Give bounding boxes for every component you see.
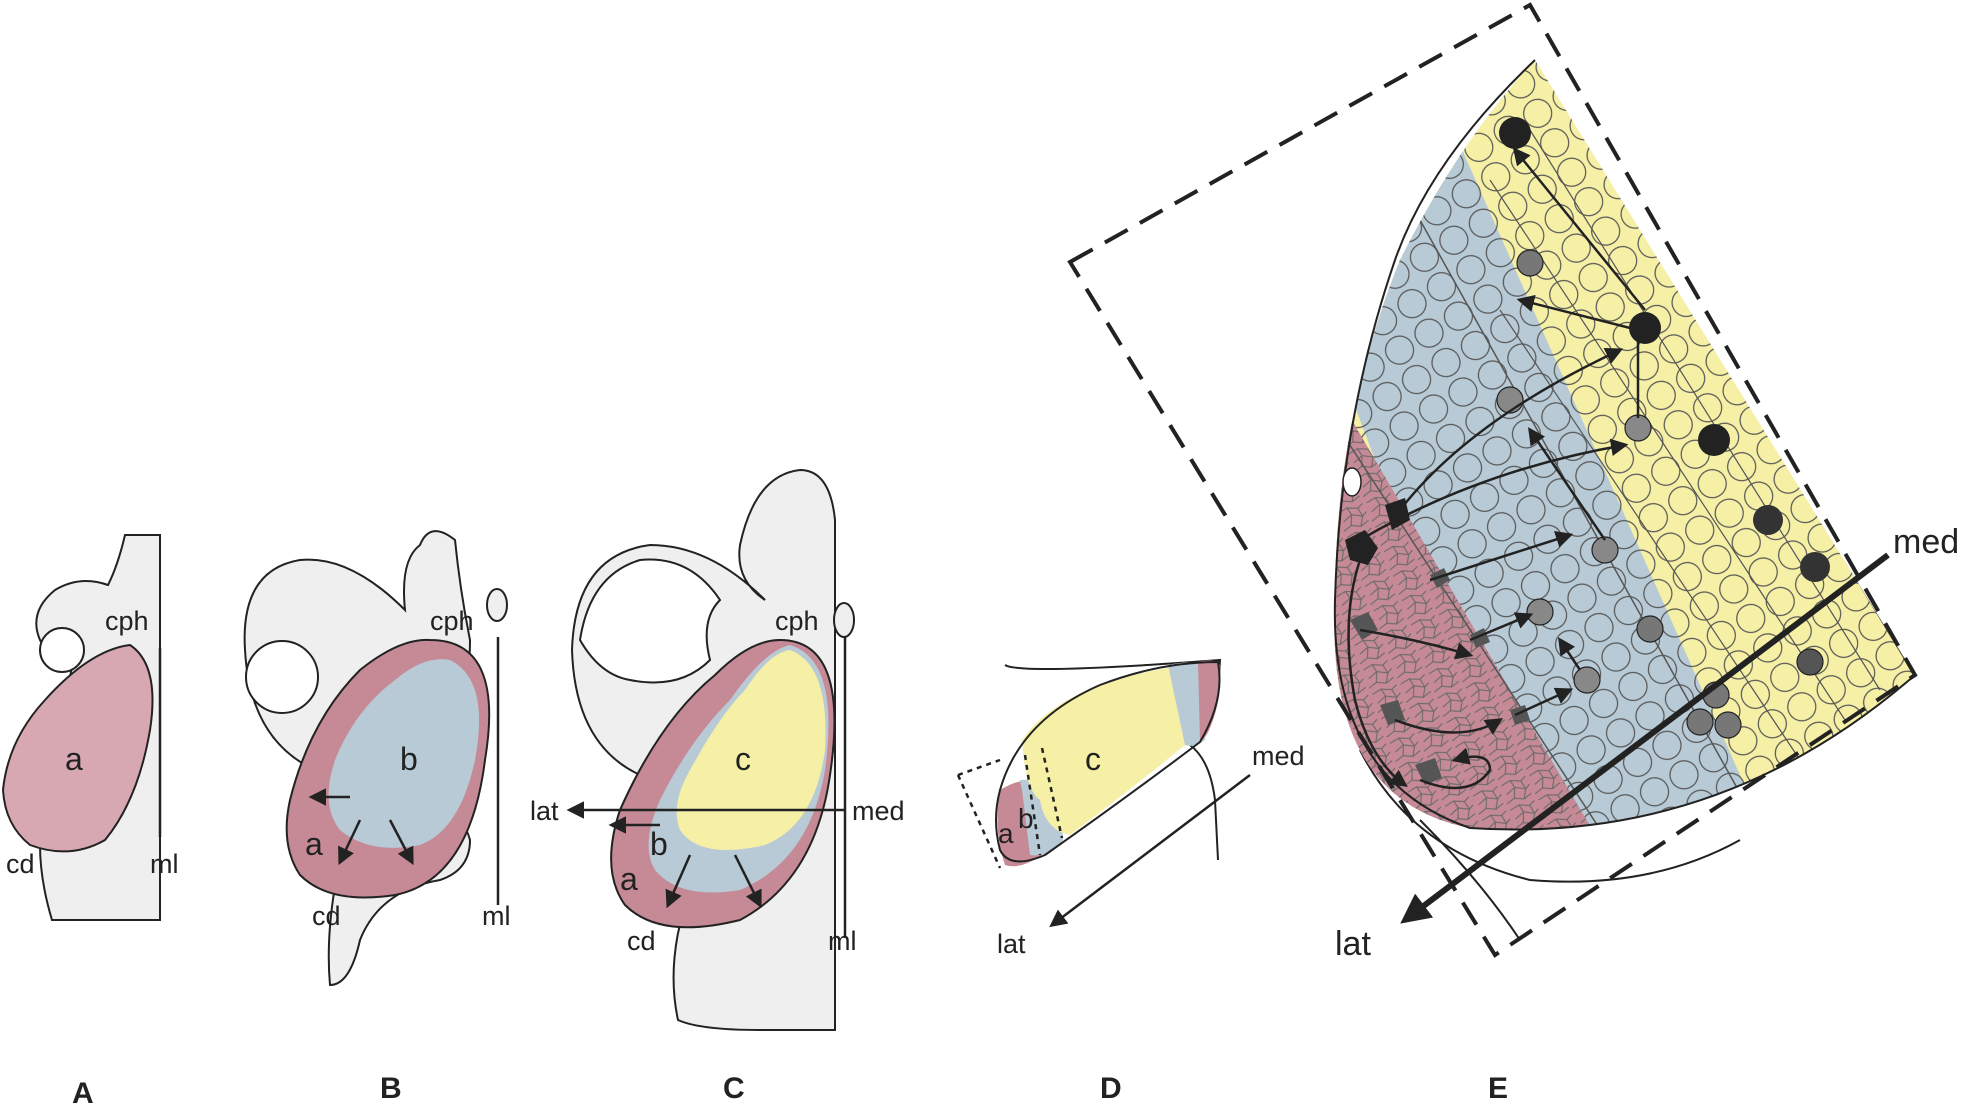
cell-grey <box>1637 616 1663 642</box>
zone-label-c: c <box>1085 741 1101 777</box>
panel-a: a cph cd ml A <box>3 535 179 1105</box>
cell-grey <box>1715 712 1741 738</box>
epiphysis-outline <box>834 603 854 637</box>
cell-grey <box>1527 599 1553 625</box>
cell-white <box>1343 468 1361 496</box>
label-lat: lat <box>1335 925 1371 963</box>
label-cph: cph <box>105 606 149 636</box>
zone-label-a: a <box>305 826 323 862</box>
label-cd: cd <box>312 901 341 931</box>
zone-label-c: c <box>735 741 751 777</box>
cell-black <box>1698 424 1730 456</box>
label-cd: cd <box>627 926 656 956</box>
cell-black <box>1800 552 1830 582</box>
panel-d: a b c med lat D <box>958 660 1305 1105</box>
zone-label-a: a <box>65 741 83 777</box>
panel-caption-c: C <box>723 1072 745 1105</box>
panel-e: med lat E <box>1070 5 1959 1105</box>
cell-grey <box>1592 537 1618 563</box>
zone-label-a: a <box>998 818 1014 849</box>
label-lat: lat <box>530 796 559 826</box>
label-ml: ml <box>150 849 179 879</box>
cell-grey <box>1687 709 1713 735</box>
zone-label-b: b <box>650 826 668 862</box>
cell-black <box>1753 505 1783 535</box>
cell-black <box>1499 117 1531 149</box>
zone-label-a: a <box>620 861 638 897</box>
cell-grey <box>1797 649 1823 675</box>
cell-grey <box>1574 667 1600 693</box>
cell-grey <box>1625 415 1651 441</box>
label-cph: cph <box>430 606 474 636</box>
panel-caption-a: A <box>72 1077 94 1105</box>
section-dotted-box <box>958 760 1000 868</box>
label-ml: ml <box>482 901 511 931</box>
cell-grey <box>1497 387 1523 413</box>
cell-grey <box>1517 250 1543 276</box>
eye-outline <box>246 641 318 713</box>
zone-label-b: b <box>400 741 418 777</box>
epiphysis-outline <box>487 589 507 621</box>
label-ml: ml <box>828 926 857 956</box>
panel-b: b a cph cd ml B <box>245 531 511 1105</box>
label-med: med <box>1893 523 1959 561</box>
label-med: med <box>1252 741 1305 771</box>
label-lat: lat <box>997 929 1026 959</box>
eye-outline <box>40 628 84 672</box>
panel-caption-b: B <box>380 1072 402 1105</box>
zone-label-b: b <box>1018 803 1034 834</box>
label-med: med <box>852 796 905 826</box>
panel-caption-d: D <box>1100 1072 1122 1105</box>
label-cph: cph <box>775 606 819 636</box>
panel-c: c b a cph lat med cd ml C <box>530 470 905 1105</box>
label-cd: cd <box>6 849 35 879</box>
panel-caption-e: E <box>1488 1072 1508 1105</box>
